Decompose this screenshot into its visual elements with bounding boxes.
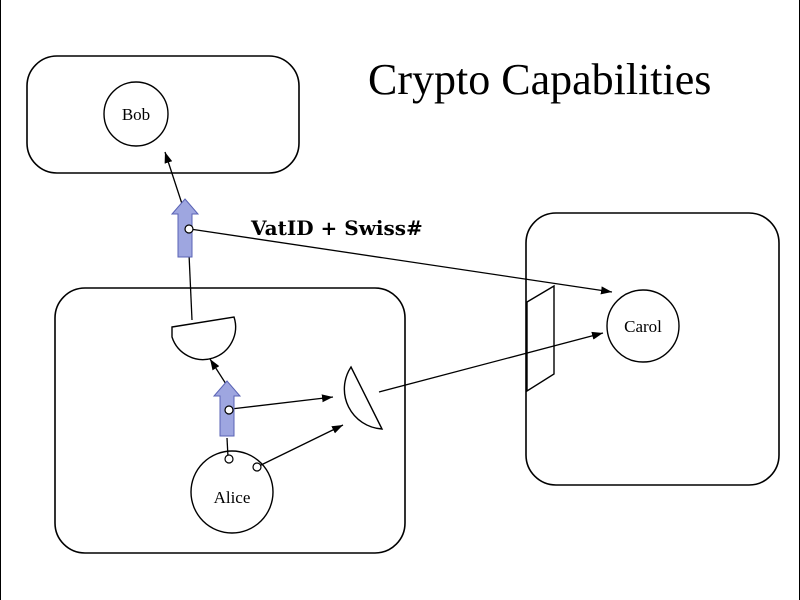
swiss-number-label: VatID + Swiss# [250,216,423,240]
carol-vat-entry [526,284,555,393]
link-cap-to-bob-proxy [209,358,227,385]
link-carol-proxy-to-carol [378,331,604,393]
link-swiss-to-carol [189,228,613,295]
link-cap-to-bob [164,151,185,211]
diagram-title: Crypto Capabilities [368,55,711,104]
carol-node [606,289,680,363]
alice-label: Alice [214,488,251,507]
bob-label: Bob [122,105,150,124]
carol-label: Carol [624,317,662,336]
alice-ref-dot-left [224,454,234,464]
alice-ref-dot-right [252,462,262,472]
carol-proxy [343,365,384,430]
bob-node [103,81,169,147]
link-alice-to-carol-proxy [258,424,344,467]
upper-capability-dot [184,224,194,234]
link-cap-to-carol-proxy [230,394,334,410]
link-alice-to-cap [226,437,229,458]
bob-proxy [171,316,237,361]
alice-node [190,450,274,534]
lower-capability-dot [224,405,234,415]
